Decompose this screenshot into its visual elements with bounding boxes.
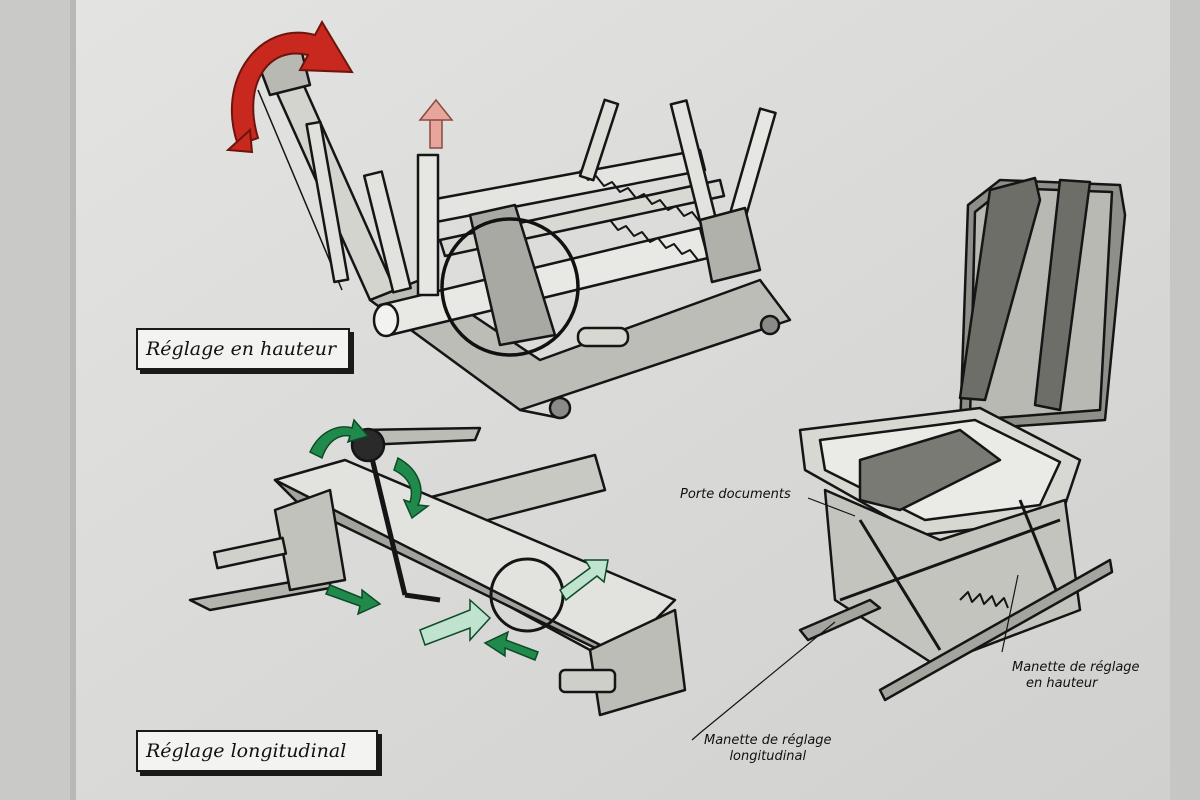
caption-longitudinal-adjustment: Réglage longitudinal <box>136 730 378 772</box>
callout-line: Manette de réglage <box>704 733 832 748</box>
rotation-arrow-red <box>225 19 354 154</box>
callout-line: en hauteur <box>1026 676 1098 691</box>
lift-arrow <box>418 98 454 149</box>
seat-illustration <box>691 176 1127 741</box>
callout-line: Manette de réglage <box>1012 660 1140 675</box>
callout-height-lever: Manette de réglage en hauteur <box>1012 660 1140 692</box>
spring <box>579 169 701 261</box>
longitudinal-mechanism-illustration <box>188 426 687 717</box>
slide-arrows-green <box>309 418 609 661</box>
callout-document-holder: Porte documents <box>680 487 791 503</box>
callout-line: longitudinal <box>729 749 807 764</box>
caption-height-adjustment: Réglage en hauteur <box>136 328 350 370</box>
height-mechanism-illustration <box>253 43 792 420</box>
callout-line: Porte documents <box>680 487 791 502</box>
callout-longitudinal-lever: Manette de réglage longitudinal <box>704 733 832 765</box>
